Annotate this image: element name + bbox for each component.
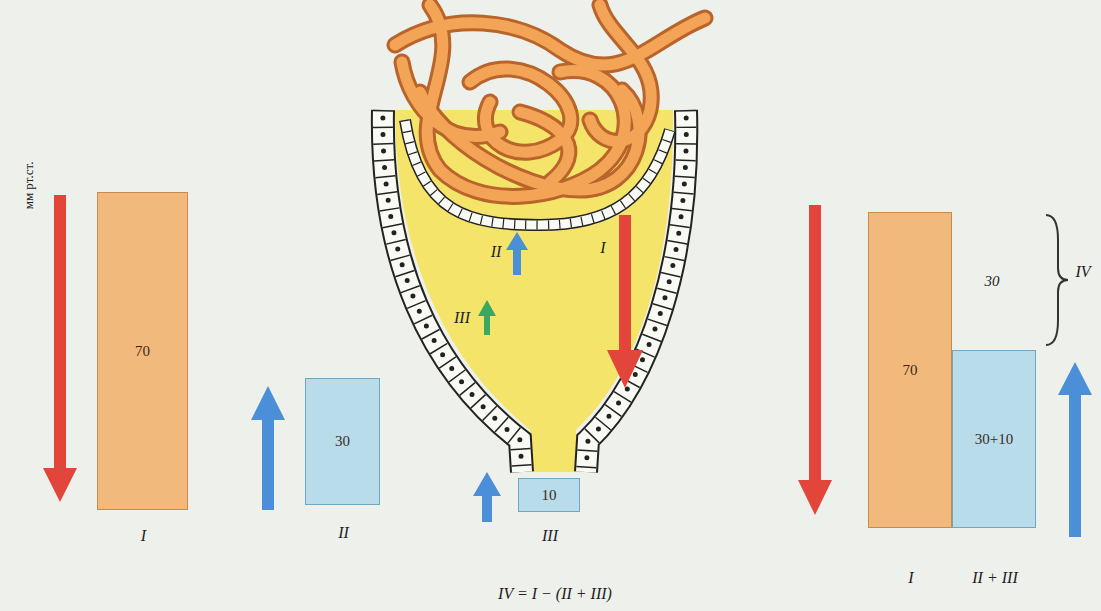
pressure-arrow	[607, 215, 643, 388]
capillary	[590, 5, 651, 141]
pressure-arrow	[478, 300, 496, 335]
pressure-value: 70	[903, 362, 918, 379]
callout-number: III	[452, 309, 472, 327]
pressure-bar: 30II	[305, 378, 380, 505]
pressure-arrow	[473, 472, 501, 522]
pressure-bar: 70I	[97, 192, 188, 510]
capillary	[520, 112, 569, 182]
capillary-loops	[395, 5, 705, 196]
pressure-arrow	[798, 205, 832, 515]
bar-caption: II + III	[972, 569, 1017, 587]
pressure-value: 30	[335, 433, 350, 450]
pressure-arrow	[251, 386, 285, 510]
unit-label: мм рт.ст.	[23, 161, 38, 209]
callout-number: 30	[985, 273, 1000, 290]
capillary	[402, 62, 500, 136]
pressure-bar: 70I	[868, 212, 952, 528]
callout-number: I	[598, 239, 607, 257]
callout-number: II	[489, 243, 504, 261]
capillary	[427, 5, 625, 196]
bar-caption: III	[542, 527, 558, 545]
pressure-arrow	[506, 232, 528, 275]
pressure-arrow	[43, 195, 77, 502]
formula: IV = I − (II + III)	[498, 585, 612, 603]
pressure-bar: 10III	[518, 478, 580, 512]
pressure-arrow	[1058, 362, 1092, 537]
pressure-value: 30+10	[975, 431, 1013, 448]
pressure-bar: 30+10II + III	[952, 350, 1036, 528]
bar-caption: II	[338, 524, 349, 542]
brace	[1046, 215, 1068, 345]
bar-caption: I	[908, 569, 913, 587]
pressure-value: 10	[542, 487, 557, 504]
bar-caption: I	[141, 527, 146, 545]
callout-number: IV	[1075, 263, 1090, 281]
pressure-value: 70	[135, 343, 150, 360]
